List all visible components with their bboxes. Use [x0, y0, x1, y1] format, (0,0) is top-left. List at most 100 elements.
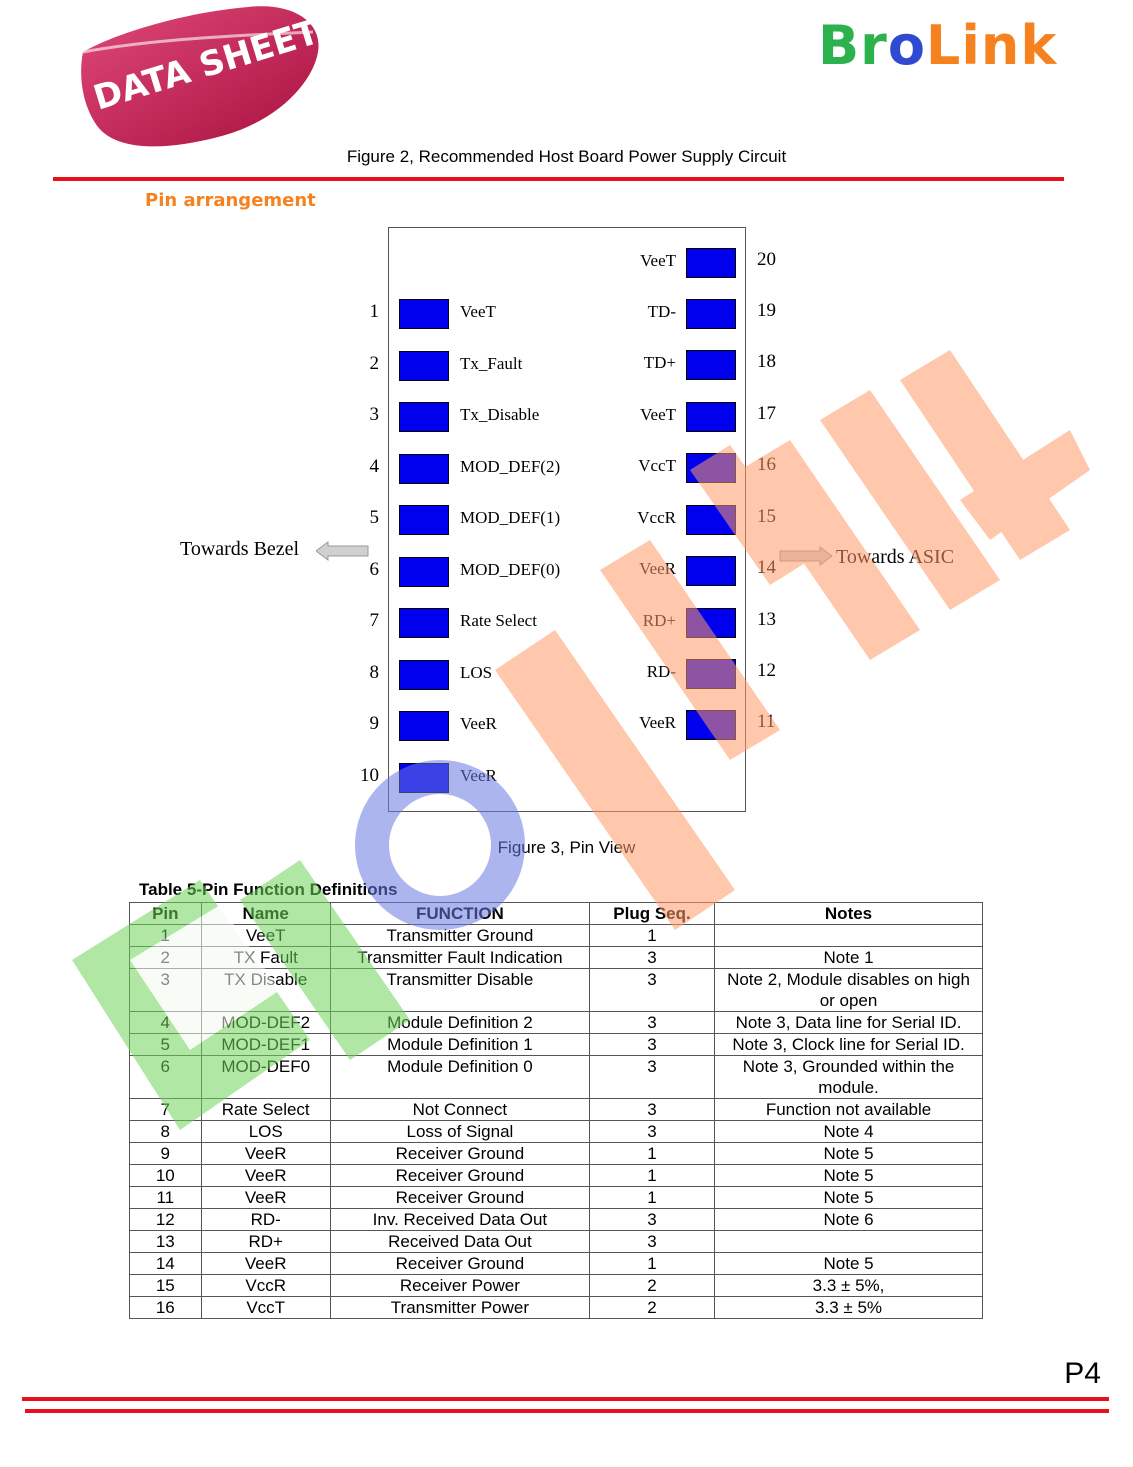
table-cell: VeeR [200, 1186, 331, 1209]
table-cell: 11 [129, 1186, 202, 1209]
towards-bezel-label: Towards Bezel [180, 538, 300, 560]
table-cell: 3 [588, 1230, 716, 1253]
header-divider [53, 177, 1064, 181]
table-header-cell: FUNCTION [329, 902, 590, 925]
pin-pad [686, 248, 736, 278]
table-cell: VccT [200, 1296, 331, 1319]
pin-number: 18 [757, 351, 776, 372]
pin-number: 10 [360, 764, 379, 786]
table-cell: 3 [588, 946, 716, 969]
table-cell: 1 [588, 924, 716, 947]
table-cell: 1 [588, 1252, 716, 1275]
data-sheet-badge: DATA SHEET [81, 6, 324, 147]
pin-label: Rate Select [460, 611, 537, 630]
pin-label: VeeT [640, 405, 676, 424]
brolink-logo: BroLink [818, 14, 1057, 77]
pin-number: 16 [757, 454, 776, 475]
table-cell: VeeR [200, 1164, 331, 1187]
table-cell: Note 3, Data line for Serial ID. [714, 1011, 983, 1034]
logo-letter: k [1020, 14, 1058, 77]
table-cell: Note 3, Clock line for Serial ID. [714, 1033, 983, 1056]
pin-number: 17 [757, 403, 776, 424]
pin-number: 9 [369, 713, 380, 734]
table-cell: VeeT [200, 924, 331, 947]
table-cell: Transmitter Ground [329, 924, 590, 947]
table-cell: Transmitter Fault Indication [329, 946, 590, 969]
table-cell: VeeR [200, 1142, 331, 1165]
pin-pad [399, 556, 449, 587]
pin-number: 14 [757, 557, 776, 578]
table-cell: 2 [129, 946, 202, 969]
pin-label: TD- [647, 302, 676, 321]
pin-pad [399, 299, 449, 329]
pin-number: 4 [369, 455, 380, 477]
table-cell: Received Data Out [329, 1230, 590, 1253]
table-cell: Note 6 [714, 1208, 983, 1231]
table-cell: 3 [588, 1011, 716, 1034]
table-cell: 5 [129, 1033, 202, 1056]
table-cell: Note 5 [714, 1142, 983, 1165]
table-cell: 8 [129, 1120, 202, 1143]
logo-letter: n [980, 14, 1021, 77]
table-cell: TX Fault [200, 946, 331, 969]
table-cell: 1 [129, 924, 202, 947]
pin-number: 2 [369, 352, 380, 374]
table-cell: Note 1 [714, 946, 983, 969]
table-cell: MOD-DEF0 [200, 1055, 331, 1099]
table-cell: 6 [129, 1055, 202, 1099]
table-cell: Receiver Ground [329, 1142, 590, 1165]
table-cell: 15 [129, 1274, 202, 1297]
pin-pad [399, 659, 449, 690]
pin-number: 8 [369, 661, 380, 683]
pin-pad [686, 350, 736, 380]
table-cell: 3 [588, 1055, 716, 1099]
table-cell: 14 [129, 1252, 202, 1275]
pin-pad [686, 453, 736, 483]
pin-number: 15 [757, 506, 776, 527]
table-cell: 10 [129, 1164, 202, 1187]
logo-letter: o [887, 14, 926, 77]
table-cell: 7 [129, 1098, 202, 1121]
pin-label: VccT [638, 456, 676, 475]
table-cell: 1 [588, 1164, 716, 1187]
pin-label: MOD_DEF(2) [460, 456, 561, 476]
pin-label: TD+ [643, 353, 676, 372]
table-cell: RD+ [200, 1230, 331, 1253]
table-cell: LOS [200, 1120, 331, 1143]
arrow-left-icon [316, 541, 369, 561]
table-header-cell: Notes [714, 902, 983, 925]
table-header-cell: Name [200, 902, 331, 925]
table-cell: Note 3, Grounded within the module. [714, 1055, 983, 1099]
pin-pad [686, 299, 736, 329]
table-cell: Inv. Received Data Out [329, 1208, 590, 1231]
table-cell: 3 [129, 968, 202, 1012]
table-cell: 3.3 ± 5%, [714, 1274, 983, 1297]
page-number: P4 [1064, 1357, 1101, 1390]
table-cell: MOD-DEF1 [200, 1033, 331, 1056]
table-cell: Receiver Ground [329, 1164, 590, 1187]
logo-letter: i [961, 14, 981, 77]
table-cell: Note 4 [714, 1120, 983, 1143]
table-cell: TX Disable [200, 968, 331, 1012]
pin-pad [399, 505, 449, 535]
pin-label: VeeR [460, 765, 497, 785]
pin-pad [686, 402, 736, 432]
pin-number: 12 [757, 660, 776, 681]
table-cell: 12 [129, 1208, 202, 1231]
pin-pad [686, 659, 736, 689]
table-cell: Function not available [714, 1098, 983, 1121]
table-cell: 3 [588, 1120, 716, 1143]
table-header-cell: Pin [129, 902, 202, 925]
footer-divider-top [22, 1397, 1109, 1401]
table-cell: 3 [588, 1033, 716, 1056]
table-cell: Module Definition 1 [329, 1033, 590, 1056]
